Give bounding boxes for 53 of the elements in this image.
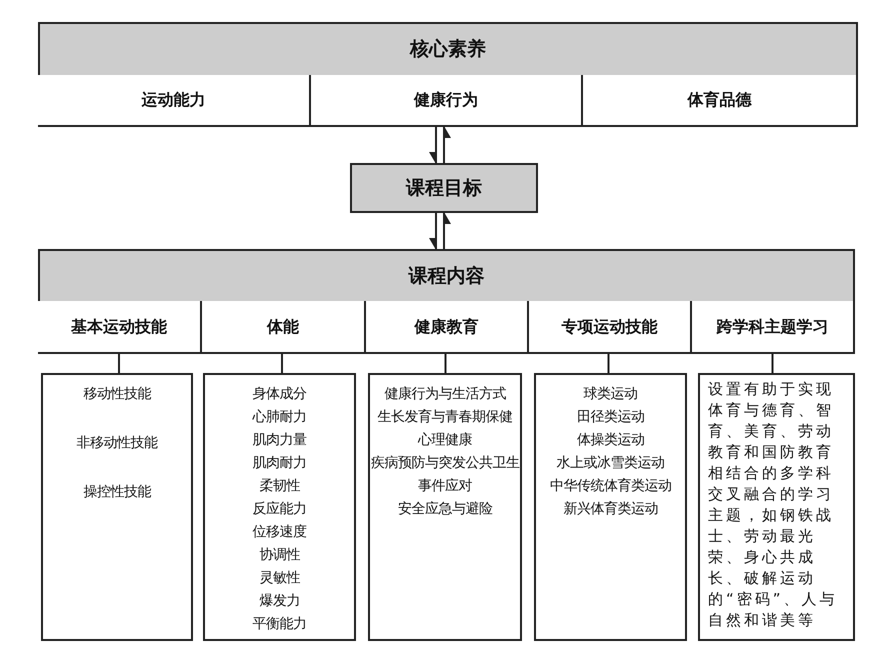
- list-item: 健康行为与生活方式: [384, 385, 506, 404]
- list-item: 新兴体育类运动: [563, 500, 658, 519]
- list-item: 柔韧性: [259, 477, 300, 496]
- content-list-box: [203, 373, 356, 641]
- section-heading: 课程内容: [40, 251, 853, 304]
- list-item: 移动性技能: [83, 385, 151, 404]
- connector-line: [772, 354, 774, 373]
- list-item: 中华传统体育类运动: [550, 477, 672, 496]
- category-box: 跨学科主题学习: [690, 301, 853, 352]
- list-item: 疾病预防与突发公共卫生事件应对: [370, 454, 520, 496]
- list-item: 身体成分: [252, 385, 306, 404]
- category-box: 体能: [200, 301, 364, 352]
- list-item: 肌肉耐力: [252, 454, 306, 473]
- list-item: 生长发育与青春期保健: [378, 408, 512, 427]
- section-heading: 核心素养: [40, 24, 856, 77]
- list-item: 球类运动: [584, 385, 638, 404]
- list-item: 协调性: [259, 546, 300, 565]
- section-panel: [38, 22, 858, 127]
- connector-line: [444, 354, 446, 373]
- list-item: 爆发力: [259, 592, 300, 611]
- list-item: 反应能力: [252, 500, 306, 519]
- list-item: 田径类运动: [576, 408, 644, 427]
- connector-line: [281, 354, 283, 373]
- list-item: 心理健康: [418, 431, 472, 450]
- harpoon-arrow: [443, 212, 451, 249]
- list-item: 肌肉力量: [252, 431, 306, 450]
- category-box: 运动能力: [38, 75, 309, 125]
- harpoon-arrow: [429, 213, 437, 250]
- list-item: 平衡能力: [252, 615, 306, 634]
- category-box: 健康教育: [364, 301, 527, 352]
- list-item: 位移速度: [252, 523, 306, 542]
- harpoon-arrow: [429, 127, 437, 164]
- category-box: 体育品德: [581, 75, 856, 125]
- connector-line: [608, 354, 610, 373]
- list-item: 非移动性技能: [76, 434, 158, 453]
- stage-box: 课程目标: [350, 163, 538, 213]
- list-item: 水上或冰雪类运动: [556, 454, 664, 473]
- list-item: 体操类运动: [576, 431, 644, 450]
- category-box: 健康行为: [309, 75, 581, 125]
- section-panel: [38, 249, 855, 354]
- category-box: 基本运动技能: [38, 301, 200, 352]
- content-list-box: [368, 373, 522, 641]
- list-item: 安全应急与避险: [398, 500, 492, 519]
- list-item: 操控性技能: [83, 483, 151, 502]
- description-text: 设置有助于实现体育与德育、智育、美育、劳动教育和国防教育相结合的多学科交叉融合的学习主题，如钢铁战士、劳动最光荣、身心共成长、破解运动的“密码”、人与自然和谐美等: [707, 379, 839, 631]
- category-box: 专项运动技能: [527, 301, 690, 352]
- content-list-box: [534, 373, 687, 641]
- list-item: 心肺耐力: [252, 408, 306, 427]
- description-box: [698, 373, 855, 641]
- harpoon-arrow: [443, 126, 451, 163]
- connector-line: [118, 354, 120, 373]
- content-list-box: [41, 373, 193, 641]
- list-item: 灵敏性: [259, 569, 300, 588]
